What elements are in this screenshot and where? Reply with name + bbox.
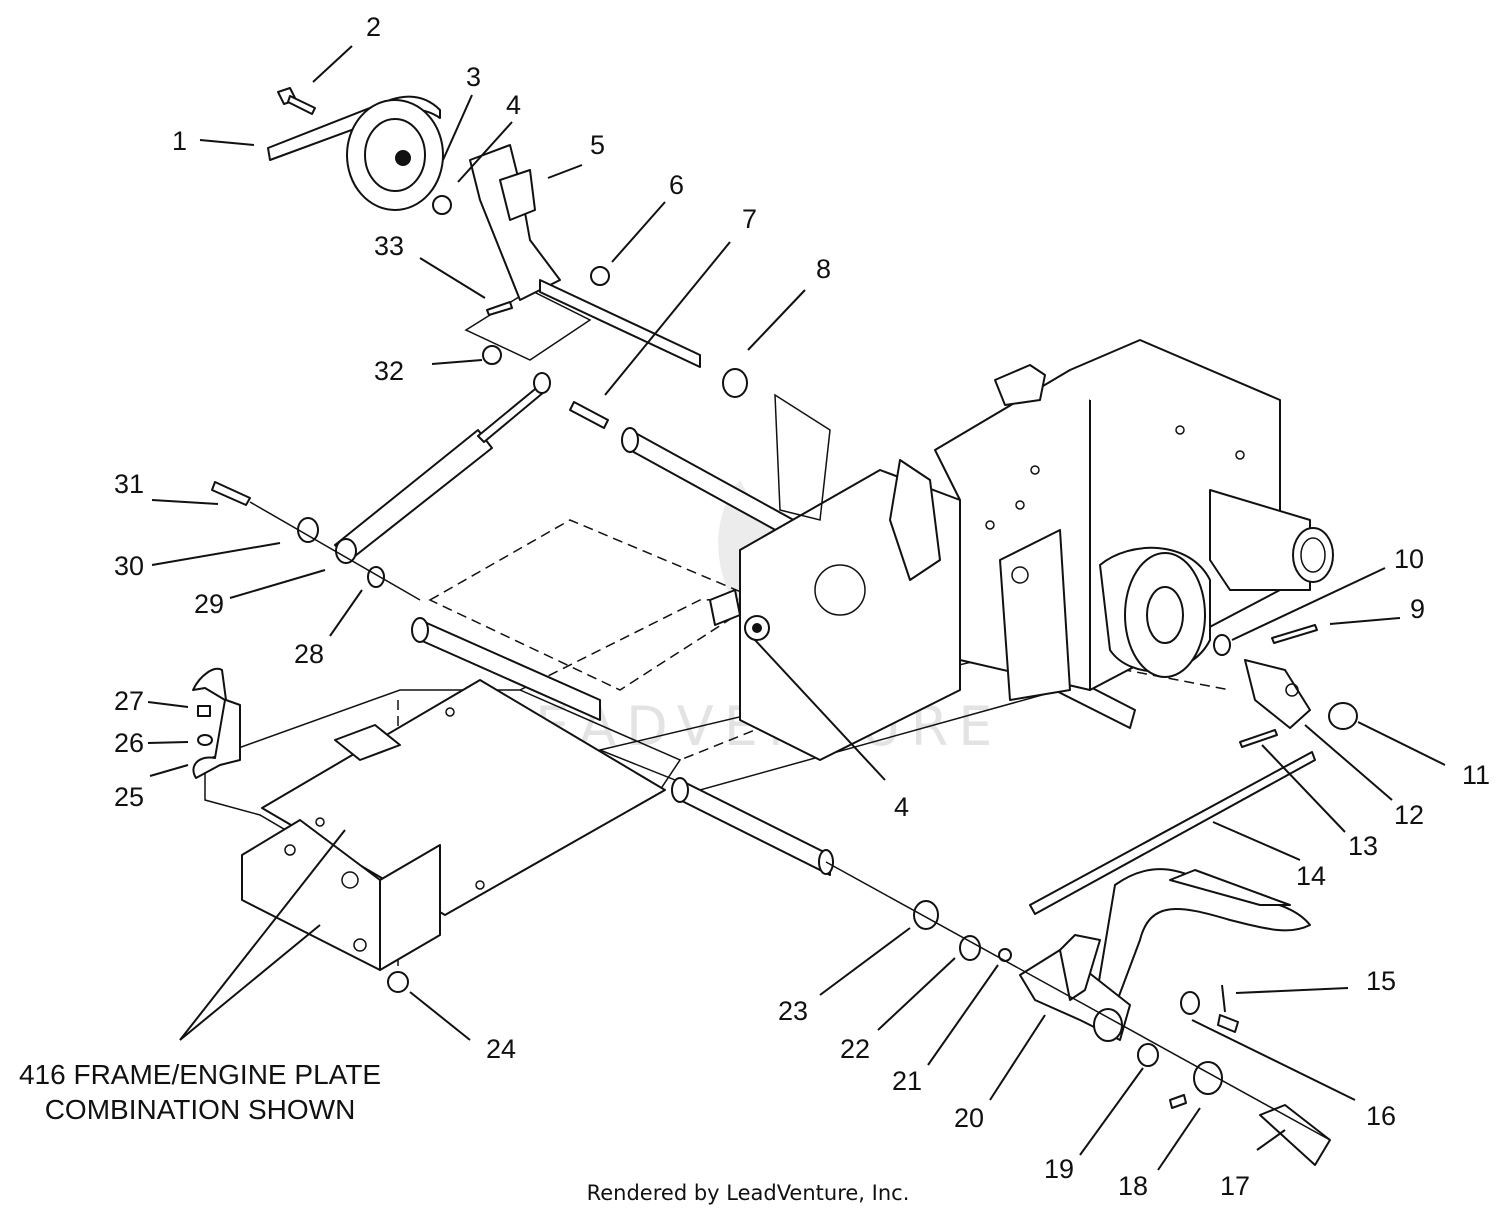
callout-22: 22 <box>840 1034 870 1064</box>
engine-plate <box>241 679 666 971</box>
callout-4-lower: 4 <box>894 792 909 822</box>
caption-line-2: COMBINATION SHOWN <box>45 1094 356 1125</box>
callout-33: 33 <box>374 231 404 261</box>
callout-14: 14 <box>1296 861 1326 891</box>
callout-27: 27 <box>114 686 144 716</box>
callout-5: 5 <box>590 130 605 160</box>
callout-16: 16 <box>1366 1101 1396 1131</box>
callout-10: 10 <box>1394 544 1424 574</box>
callout-19: 19 <box>1044 1154 1074 1184</box>
callout-28: 28 <box>294 639 324 669</box>
callout-6: 6 <box>669 170 684 200</box>
render-credit: Rendered by LeadVenture, Inc. <box>587 1181 910 1205</box>
callout-23: 23 <box>778 996 808 1026</box>
callout-12: 12 <box>1394 800 1424 830</box>
center-frame <box>709 393 961 761</box>
pedal-linkage-assembly <box>387 624 1358 1166</box>
callout-13: 13 <box>1348 831 1378 861</box>
belt-pulley-assembly <box>211 87 748 601</box>
callout-29: 29 <box>194 589 224 619</box>
hook-assembly <box>192 667 241 779</box>
callout-7: 7 <box>742 204 757 234</box>
callout-4: 4 <box>506 90 521 120</box>
callout-31: 31 <box>114 469 144 499</box>
caption: 416 FRAME/ENGINE PLATE COMBINATION SHOWN <box>19 1059 381 1125</box>
callout-32: 32 <box>374 356 404 386</box>
callout-8: 8 <box>816 254 831 284</box>
callout-30: 30 <box>114 551 144 581</box>
callout-21: 21 <box>892 1066 922 1096</box>
callout-11: 11 <box>1462 760 1490 790</box>
callout-2: 2 <box>366 12 381 42</box>
callout-3: 3 <box>466 62 481 92</box>
callouts: 1 2 3 4 5 6 7 8 9 10 11 12 13 14 15 16 1… <box>114 12 1490 1201</box>
callout-26: 26 <box>114 728 144 758</box>
callout-1: 1 <box>172 126 187 156</box>
callout-17: 17 <box>1220 1171 1250 1201</box>
callout-15: 15 <box>1366 966 1396 996</box>
callout-25: 25 <box>114 782 144 812</box>
callout-20: 20 <box>954 1103 984 1133</box>
leader-lines <box>147 45 1446 1171</box>
caption-line-1: 416 FRAME/ENGINE PLATE <box>19 1059 381 1090</box>
callout-9: 9 <box>1410 594 1425 624</box>
callout-24: 24 <box>486 1034 516 1064</box>
callout-18: 18 <box>1118 1171 1148 1201</box>
engine-block <box>934 339 1334 701</box>
